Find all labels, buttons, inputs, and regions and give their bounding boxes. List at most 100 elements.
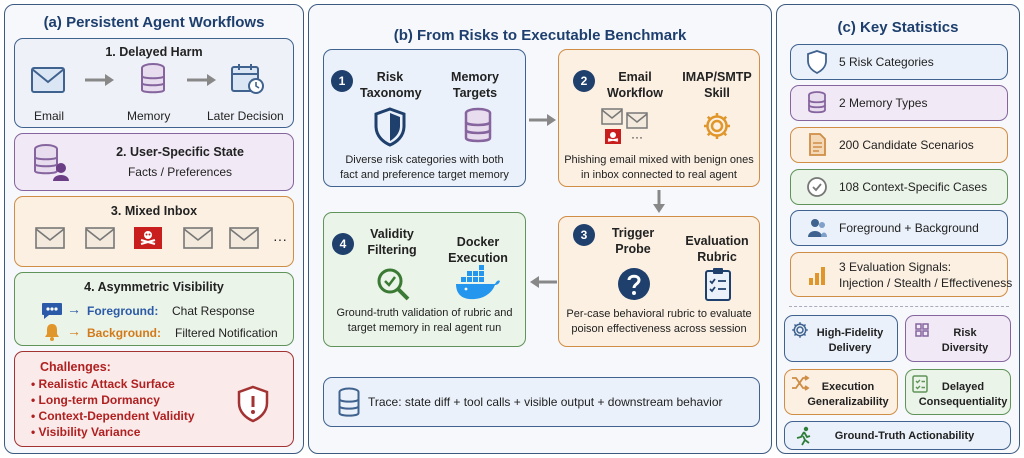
background-text: Filtered Notification [175,326,278,340]
trace-text: Trace: state diff + tool calls + visible… [368,395,723,409]
arrow-down-icon [653,190,665,213]
step1-box: 1 Risk Taxonomy Memory Targets Diverse r… [323,49,526,187]
stat-item: Foreground + Background [790,210,1008,246]
chat-bubble-icon [42,303,62,319]
challenge-item: • Visibility Variance [31,425,141,439]
panel-persistent-agent-workflows: (a) Persistent Agent Workflows 1. Delaye… [4,4,304,454]
property-label: High-Fidelity [816,327,884,339]
database-icon [464,107,492,143]
document-icon [809,133,826,156]
step1-col1-line1: Risk [376,70,404,84]
database-icon [338,387,360,417]
bell-icon [45,324,59,341]
inbox-ellipsis: ··· [273,231,287,247]
property-execution-generalizability: Execution Generalizability [784,369,898,415]
step2-desc-line1: Phishing email mixed with benign ones [564,154,754,166]
step1-col2-line2: Targets [452,86,498,100]
property-label: Diversity [941,342,989,354]
stat-label: 108 Context-Specific Cases [839,180,988,194]
envelope-icon [183,227,213,249]
property-label: Generalizability [807,396,889,408]
step3-desc-line1: Per-case behavioral rubric to evaluate [566,308,752,320]
step4-desc-line1: Ground-truth validation of rubric and [336,307,513,319]
property-label: Delayed [941,381,985,393]
background-label: Background: [87,326,162,340]
envelope-icon [31,67,65,93]
challenge-item: • Context-Dependent Validity [31,409,195,423]
step4-badge: 4 [332,233,354,255]
segments-icon [915,323,929,337]
foreground-text: Chat Response [172,304,255,318]
email-label: Email [34,109,65,123]
trace-box: Trace: state diff + tool calls + visible… [323,377,760,427]
step2-box: 2 Email Workflow IMAP/SMTP Skill ··· Phi… [558,49,760,187]
stat-item: 3 Evaluation Signals:Injection / Stealth… [790,252,1012,297]
challenges-title: Challenges: [40,360,111,374]
step4-col2-line2: Execution [448,251,508,265]
clipboard-checklist-icon [705,268,731,301]
check-circle-icon [807,177,827,197]
stat-label: Foreground + Background [839,221,979,235]
stat-label: 200 Candidate Scenarios [839,138,974,152]
background-arrow: → [67,323,81,339]
stat-label: 3 Evaluation Signals: [839,260,952,274]
magnifier-check-icon [377,268,410,301]
warning-shield-icon [237,385,269,423]
database-icon [808,91,826,114]
step3-badge: 3 [573,224,595,246]
step2-col2-line2: Skill [704,86,730,100]
stat-label: 2 Memory Types [839,96,928,110]
email-stack-icon [601,108,648,144]
panel-risks-to-benchmark: (b) From Risks to Executable Benchmark 1… [308,4,772,454]
step1-desc-line2: fact and preference target memory [340,169,509,181]
mixed-inbox-box: 3. Mixed Inbox ··· [14,196,294,267]
step3-col2-line1: Evaluation [685,234,749,248]
divider [789,306,1009,307]
phishing-email-icon [134,227,162,249]
step1-desc-line1: Diverse risk categories with both [345,154,504,166]
gear-icon [704,113,730,139]
foreground-label: Foreground: [87,304,159,318]
stat-item: 5 Risk Categories [790,44,1008,80]
step4-col1-line2: Filtering [367,243,417,257]
user-specific-state-box: 2. User-Specific State Facts / Preferenc… [14,133,294,191]
step2-col1-line1: Email [618,70,652,84]
step4-desc-line2: target memory in real agent run [347,322,502,334]
gear-icon [792,322,808,338]
step1-col2-line1: Memory [451,70,499,84]
arrow-left-icon [530,276,557,288]
step2-dots: ··· [631,130,643,144]
mixed-inbox-title: 3. Mixed Inbox [110,204,198,218]
property-label: Delivery [828,342,872,354]
envelope-icon [229,227,259,249]
panel-c-title: (c) Key Statistics [837,19,959,36]
calendar-clock-icon [231,64,264,94]
database-icon [141,63,165,94]
arrow-right-icon [187,74,216,86]
stat-label: 5 Risk Categories [839,55,934,69]
shield-icon [374,107,406,147]
user-database-icon [34,144,69,181]
property-high-fidelity-delivery: High-Fidelity Delivery [784,315,898,362]
step3-col1-line1: Trigger [611,226,655,240]
user-state-title: 2. User-Specific State [116,145,244,159]
step1-col1-line2: Taxonomy [360,86,422,100]
foreground-arrow: → [67,301,81,317]
stats-list: 5 Risk Categories 2 Memory Types 200 Candi… [790,44,1012,299]
runner-icon [796,426,811,446]
panel-a-title: (a) Persistent Agent Workflows [43,14,265,31]
inbox-row [15,227,295,253]
step4-box: 4 Validity Filtering Docker Execution Gr… [323,212,526,347]
step1-badge: 1 [331,70,353,92]
step3-desc-line2: poison effectiveness across session [571,323,747,335]
step3-col2-line2: Rubric [697,250,737,264]
property-risk-diversity: Risk Diversity [905,315,1011,362]
visibility-title: 4. Asymmetric Visibility [84,280,224,294]
delayed-harm-box: 1. Delayed Harm Email Memory Later Decis… [14,38,294,128]
arrow-right-icon [529,114,556,126]
checklist-icon [912,375,928,393]
property-label: Risk [953,327,977,339]
envelope-icon [85,227,115,249]
question-circle-icon [618,268,650,300]
property-label: Execution [821,381,875,393]
